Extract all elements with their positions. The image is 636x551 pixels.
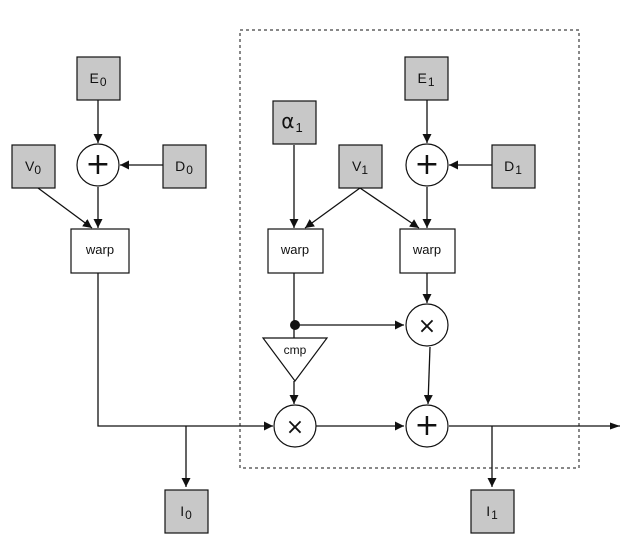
svg-text:+: + <box>414 408 439 443</box>
svg-text:I1: I1 <box>486 503 498 522</box>
svg-text:D1: D1 <box>504 158 522 177</box>
adder-0: + <box>76 143 120 187</box>
node-v0: V0 <box>11 144 56 189</box>
svg-text:α1: α1 <box>281 109 302 135</box>
node-v1: V1 <box>338 144 383 189</box>
junction-dot <box>290 320 300 330</box>
multiplier-top: × <box>405 303 449 347</box>
svg-text:cmp: cmp <box>284 343 307 357</box>
warp-block-0: warp <box>70 228 130 274</box>
wire-times-top-to-plus-bottom <box>423 346 433 405</box>
svg-text:E1: E1 <box>417 70 434 89</box>
svg-text:+: + <box>414 147 439 182</box>
svg-text:E0: E0 <box>89 70 106 89</box>
svg-text:warp: warp <box>412 242 441 257</box>
multiplier-bottom: × <box>273 404 317 448</box>
svg-text:I0: I0 <box>180 503 192 522</box>
wire-v0-to-warp0 <box>37 187 93 229</box>
adder-1: + <box>405 143 449 187</box>
wire-warp0-to-times-bottom <box>97 273 273 431</box>
connections <box>37 100 620 487</box>
adder-output: + <box>405 404 449 448</box>
node-i0: I0 <box>164 489 209 534</box>
stage-1-region <box>239 29 580 469</box>
svg-text:×: × <box>286 415 304 440</box>
warp-block-1a: warp <box>267 228 324 274</box>
node-d0: D0 <box>162 144 207 189</box>
svg-text:warp: warp <box>280 242 309 257</box>
warp-block-1b: warp <box>399 228 456 274</box>
node-i1: I1 <box>470 489 515 534</box>
svg-text:×: × <box>418 314 436 339</box>
node-alpha1: α1 <box>272 100 317 145</box>
wire-v1-to-warp1b <box>359 187 420 229</box>
wire-v1-to-warp1a <box>304 187 361 229</box>
svg-text:+: + <box>85 147 110 182</box>
node-e0: E0 <box>76 56 121 101</box>
cmp-block: cmp <box>261 337 329 383</box>
node-e1: E1 <box>404 56 449 101</box>
svg-text:V1: V1 <box>352 158 368 177</box>
svg-text:warp: warp <box>85 242 114 257</box>
svg-text:V0: V0 <box>25 158 41 177</box>
svg-text:D0: D0 <box>175 158 193 177</box>
node-d1: D1 <box>491 144 536 189</box>
